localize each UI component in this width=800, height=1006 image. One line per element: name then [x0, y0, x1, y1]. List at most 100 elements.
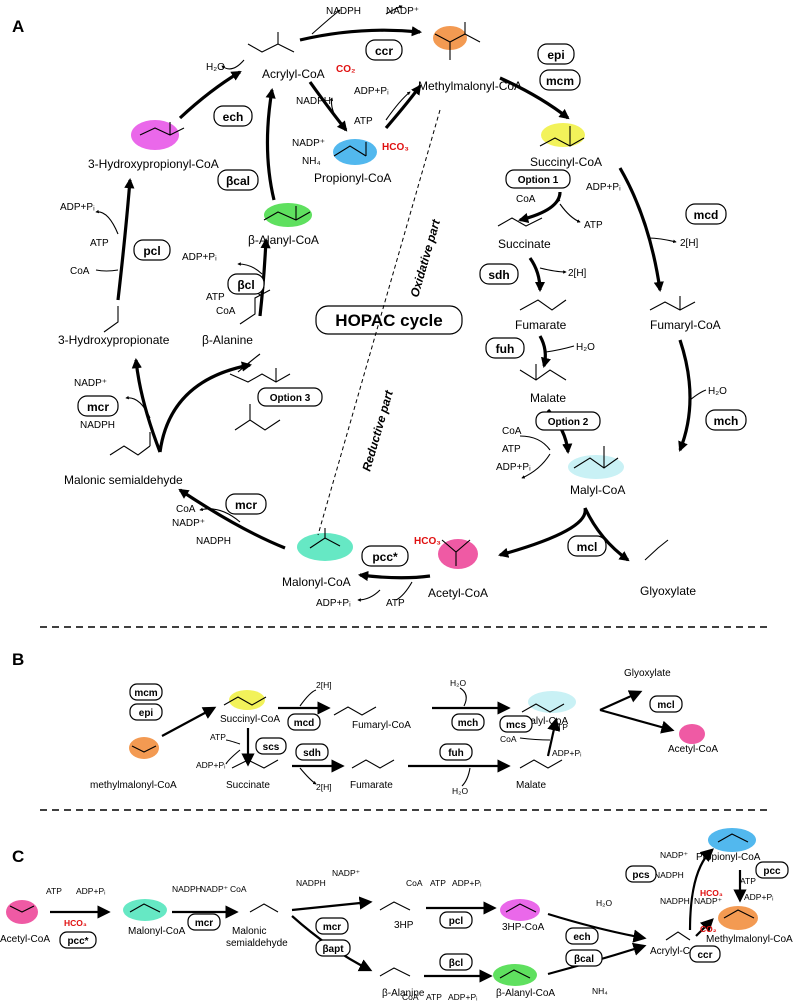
enzyme-mcd: mcd — [685, 203, 727, 225]
highlight-methylmalonyl — [433, 26, 467, 50]
option-1-label: Option 1 — [518, 175, 559, 186]
c-enzyme-mcr-label: mcr — [195, 918, 213, 929]
enzyme-epi: epi — [537, 43, 575, 65]
c-cof-nadph-ccr: NADPH — [660, 896, 690, 906]
enzyme-sdh: sdh — [479, 263, 519, 285]
b-enzyme-sdh: sdh — [295, 743, 329, 761]
arrow-mcd — [618, 167, 664, 293]
b-compound-malate: Malate — [516, 780, 546, 791]
cof-h2o-mch: H₂O — [708, 386, 727, 397]
enzyme-pcl: pcl — [133, 239, 171, 261]
compound-malyl-coa: Malyl-CoA — [570, 483, 625, 497]
compound-beta-alanine: β-Alanine — [202, 333, 253, 347]
highlight-b-malyl — [528, 691, 576, 713]
compound-malonic-semialdehyde: Malonic semialdehyde — [64, 473, 183, 487]
highlight-malyl — [568, 455, 624, 479]
arrow-bcal — [265, 87, 276, 201]
b-compound-succinyl-coa: Succinyl-CoA — [220, 714, 280, 725]
c-cof-adp-pcc2: ADP+Pᵢ — [744, 892, 773, 902]
enzyme-sdh-label: sdh — [488, 268, 509, 282]
b-cof-adp-scs: ADP+Pᵢ — [196, 760, 225, 770]
arrow-ech — [178, 70, 242, 120]
arrow-ccr — [299, 26, 423, 42]
c-compound-methylmalonyl-coa: Methylmalonyl-CoA — [706, 934, 793, 945]
c-cof-coa-bcl: CoA — [402, 992, 419, 1002]
b-compound-glyoxylate: Glyoxylate — [624, 668, 671, 679]
c-enzyme-pcl-label: pcl — [449, 916, 464, 927]
c-compound-semialdehyde: semialdehyde — [226, 938, 288, 949]
c-cof-hco3-pcc: HCO₃ — [64, 918, 87, 928]
b-cof-adp-mcs: ADP+Pᵢ — [552, 748, 581, 758]
enzyme-mcr-left: mcr — [77, 395, 119, 417]
cof-nadph-mcr-bottom: NADPH — [196, 536, 231, 547]
cof-atp-pcl: ATP — [90, 238, 109, 249]
enzyme-ech-label: ech — [223, 110, 244, 124]
enzyme-mch: mch — [705, 409, 747, 431]
b-enzyme-mcm-label: mcm — [134, 688, 157, 699]
b-compound-fumarate: Fumarate — [350, 780, 393, 791]
highlight-acetyl — [438, 539, 478, 569]
cof-nadp-mcr-left: NADP⁺ — [74, 378, 107, 389]
cof-nadp-ccr: NADP⁺ — [386, 6, 419, 17]
b-compound-malyl-coa: Malyl-CoA — [522, 716, 568, 727]
highlight-b-acetyl — [679, 724, 705, 744]
arrow-pcc — [357, 570, 431, 582]
panel-label-c: C — [12, 847, 24, 866]
compound-acrylyl-coa: Acrylyl-CoA — [262, 67, 325, 81]
cof-coa-bcl: CoA — [216, 306, 236, 317]
cof-hco3-propionyl: HCO₃ — [382, 142, 409, 153]
cycle-divider — [317, 109, 441, 536]
b-enzyme-mcl-label: mcl — [657, 700, 674, 711]
b-enzyme-scs: scs — [255, 737, 287, 755]
highlight-c-methylmalonyl — [718, 906, 758, 930]
enzyme-bcl: βcl — [227, 273, 265, 295]
c-cof-atp-pcc2: ATP — [740, 876, 756, 886]
cof-adp-bcl: ADP+Pᵢ — [182, 252, 217, 263]
compound-glyoxylate: Glyoxylate — [640, 584, 696, 598]
arrow-pcl — [116, 177, 135, 301]
enzyme-mcr-bottom-label: mcr — [235, 498, 257, 512]
c-compound-beta-alanine: β-Alanine — [382, 988, 425, 999]
c-cof-hco3-pcc2: HCO₃ — [700, 888, 723, 898]
cof-h2o-ech: H₂O — [206, 62, 225, 73]
c-enzyme-mcr: mcr — [187, 913, 221, 931]
c-compound-malonic: Malonic — [232, 926, 266, 937]
enzyme-bcal-label: βcal — [226, 174, 250, 188]
cof-coa-succinyl: CoA — [516, 194, 536, 205]
enzyme-mch-label: mch — [714, 414, 739, 428]
b-cof-h2o-mch: H₂O — [450, 678, 466, 688]
c-cof-co2-ccr: CO₂ — [700, 924, 717, 934]
b-cof-h2o-fuh: H₂O — [452, 786, 468, 796]
b-enzyme-mcd: mcd — [287, 713, 321, 731]
b-enzyme-epi: epi — [129, 703, 163, 721]
hopac-cycle-box — [315, 305, 463, 335]
enzyme-fuh: fuh — [485, 337, 525, 359]
cof-coa-pcl: CoA — [70, 266, 90, 277]
b-enzyme-mcd-label: mcd — [294, 718, 315, 729]
b-cof-2h-mcd: 2[H] — [316, 680, 332, 690]
c-cof-coa-mcr: CoA — [230, 884, 247, 894]
c-cof-nadp-ccr: NADP⁺ — [694, 896, 723, 906]
enzyme-mcm: mcm — [539, 69, 581, 91]
c-compound-3hp-coa: 3HP-CoA — [502, 922, 545, 933]
b-enzyme-mch-label: mch — [458, 718, 479, 729]
arrow-acrylyl-propionyl — [308, 81, 348, 132]
highlight-c-hpcoa — [500, 899, 540, 921]
b-enzyme-mcs: mcs — [499, 715, 533, 733]
enzyme-epi-label: epi — [547, 48, 564, 62]
arrow-fuh — [538, 335, 551, 368]
c-cof-adp-bcl: ADP+Pᵢ — [448, 992, 477, 1002]
compound-malate: Malate — [530, 391, 566, 405]
compound-succinyl-coa: Succinyl-CoA — [530, 155, 602, 169]
c-enzyme-bcl-label: βcl — [449, 958, 464, 969]
highlight-alanylcoa — [264, 203, 312, 227]
highlight-b-succinyl — [229, 690, 265, 710]
cof-2h-mcd: 2[H] — [680, 238, 699, 249]
c-cof-adp-pcc: ADP+Pᵢ — [76, 886, 105, 896]
enzyme-bcl-label: βcl — [237, 278, 254, 292]
c-compound-propionyl-coa: Propionyl-CoA — [696, 852, 761, 863]
c-compound-3hp: 3HP — [394, 920, 414, 931]
b-enzyme-epi-label: epi — [139, 708, 154, 719]
c-compound-malonyl-coa: Malonyl-CoA — [128, 926, 186, 937]
c-enzyme-mcr2: mcr — [315, 917, 349, 935]
